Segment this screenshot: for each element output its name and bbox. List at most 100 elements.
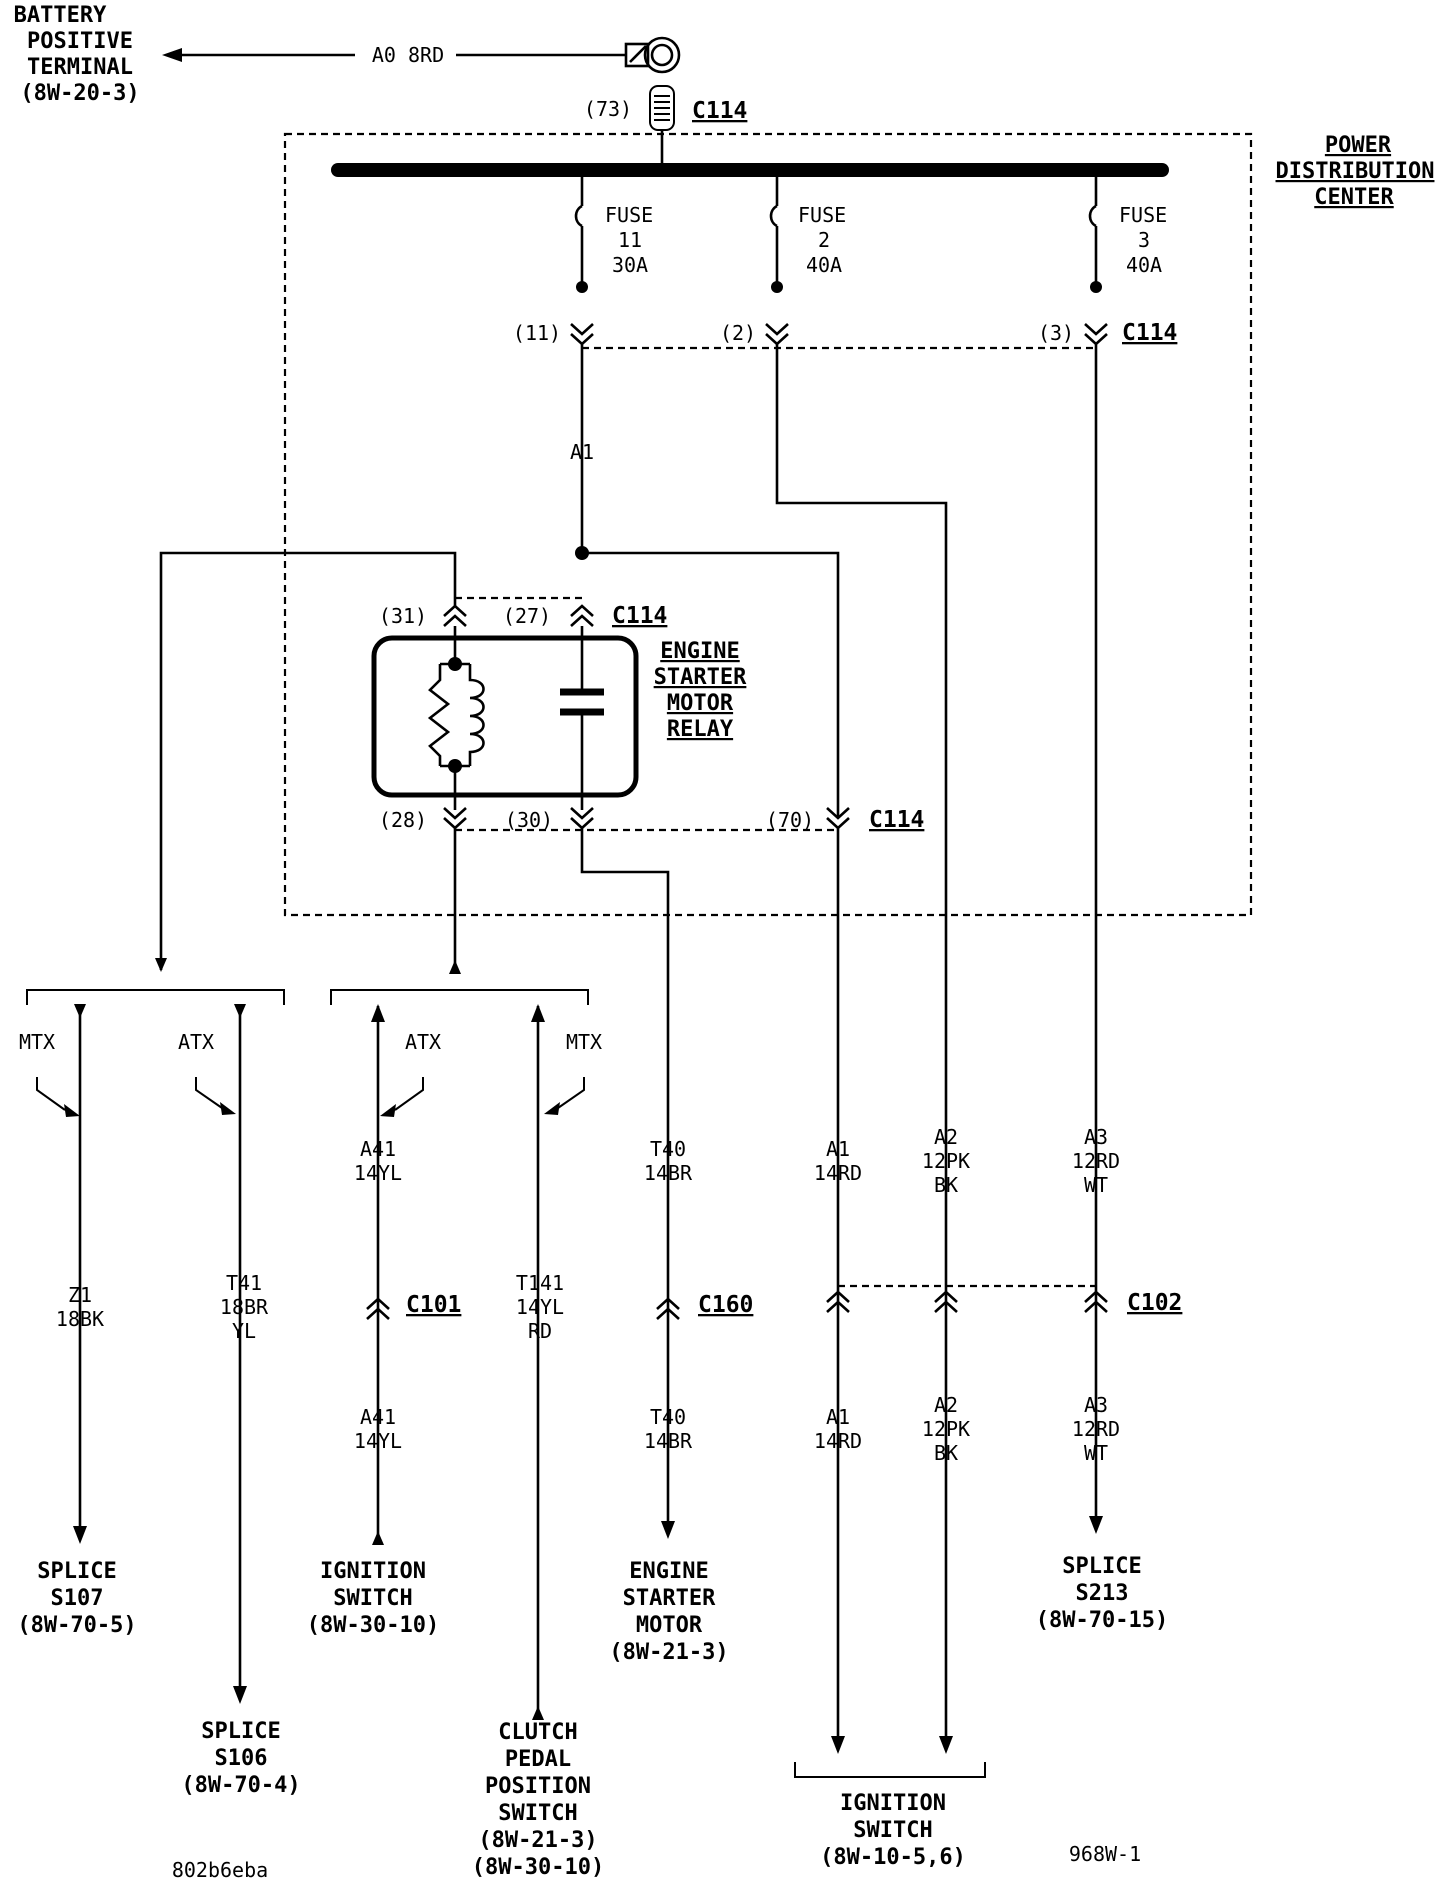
- svg-text:S107: S107: [51, 1586, 104, 1611]
- svg-text:S106: S106: [215, 1746, 268, 1771]
- coil-icon: [468, 664, 485, 766]
- svg-text:A3: A3: [1084, 1393, 1108, 1417]
- t41-wire-label: T41 18BR YL: [220, 1271, 269, 1343]
- svg-text:(8W-70-5): (8W-70-5): [17, 1613, 136, 1638]
- svg-text:(8W-21-3): (8W-21-3): [478, 1828, 597, 1853]
- svg-text:A1: A1: [826, 1405, 850, 1429]
- a3-wire-label-down: A3 12RD WT: [1072, 1393, 1120, 1465]
- svg-text:A41: A41: [360, 1405, 396, 1429]
- svg-text:MOTOR: MOTOR: [636, 1613, 703, 1638]
- svg-text:SPLICE: SPLICE: [37, 1559, 116, 1584]
- svg-text:14RD: 14RD: [814, 1161, 862, 1185]
- t40-wire-label-down: T40 14BR: [644, 1405, 693, 1453]
- dest-engine-starter-motor: ENGINE STARTER MOTOR (8W-21-3): [609, 1559, 728, 1665]
- svg-text:C102: C102: [1127, 1290, 1182, 1316]
- svg-text:(8W-21-3): (8W-21-3): [609, 1640, 728, 1665]
- svg-text:SWITCH: SWITCH: [853, 1818, 932, 1843]
- a41-wire-label-down: A41 14YL: [354, 1405, 402, 1453]
- resistor-icon: [427, 664, 451, 766]
- svg-text:TERMINAL: TERMINAL: [27, 55, 133, 80]
- c114-label-4: C114: [869, 807, 924, 833]
- svg-text:(8W-10-5,6): (8W-10-5,6): [820, 1845, 966, 1870]
- connector-c114-relay-top: (31) (27) C114: [379, 596, 667, 629]
- atx-label-2: ATX: [405, 1030, 441, 1054]
- svg-text:T40: T40: [650, 1137, 686, 1161]
- svg-text:FUSE: FUSE: [1119, 203, 1167, 227]
- a1-wire-label-down: A1 14RD: [814, 1405, 862, 1453]
- svg-text:2: 2: [818, 228, 830, 252]
- battery-label: BATTERY POSITIVE TERMINAL (8W-20-3): [14, 3, 140, 106]
- arrow-down-icon: [155, 958, 167, 972]
- svg-text:FUSE: FUSE: [798, 203, 846, 227]
- relay-label: ENGINE STARTER MOTOR RELAY: [654, 639, 747, 742]
- t40-arrow-icon: [661, 1521, 675, 1539]
- svg-text:14BR: 14BR: [644, 1429, 693, 1453]
- a1-wire-label-up: A1 14RD: [814, 1137, 862, 1185]
- fuse-11: FUSE 11 30A: [574, 176, 653, 293]
- svg-text:RD: RD: [528, 1319, 552, 1343]
- pin-70-label: (70): [766, 808, 814, 832]
- svg-text:WT: WT: [1084, 1441, 1108, 1465]
- svg-text:ENGINE: ENGINE: [629, 1559, 708, 1584]
- svg-text:A2: A2: [934, 1393, 958, 1417]
- svg-text:T41: T41: [226, 1271, 262, 1295]
- footer-code-left: 802b6eba: [172, 1858, 268, 1882]
- svg-text:SWITCH: SWITCH: [333, 1586, 412, 1611]
- svg-text:14RD: 14RD: [814, 1429, 862, 1453]
- a1-to-ignition-wire: [582, 551, 840, 818]
- right-option-bracket: ATX MTX: [330, 989, 602, 1117]
- svg-text:(8W-70-15): (8W-70-15): [1036, 1608, 1168, 1633]
- svg-text:POWER: POWER: [1325, 133, 1392, 158]
- pdc-boundary: [283, 132, 1253, 917]
- svg-text:12RD: 12RD: [1072, 1149, 1120, 1173]
- connector-c102: C102: [826, 1284, 1182, 1316]
- svg-text:(8W-30-10): (8W-30-10): [472, 1855, 604, 1880]
- connector-c114-fuse-row: (11) (2) (3) C114: [513, 320, 1177, 350]
- svg-text:A3: A3: [1084, 1125, 1108, 1149]
- svg-text:14YL: 14YL: [516, 1295, 564, 1319]
- c114-label: C114: [692, 98, 747, 124]
- svg-text:BK: BK: [934, 1173, 958, 1197]
- a2-wire-route: [775, 344, 948, 1267]
- svg-text:(8W-30-10): (8W-30-10): [307, 1613, 439, 1638]
- dest-ignition-switch-1: IGNITION SWITCH (8W-30-10): [307, 1559, 439, 1638]
- pin-30-label: (30): [505, 808, 553, 832]
- svg-text:40A: 40A: [806, 253, 842, 277]
- svg-text:PEDAL: PEDAL: [505, 1747, 571, 1772]
- svg-text:A41: A41: [360, 1137, 396, 1161]
- atx-label-1: ATX: [178, 1030, 214, 1054]
- a0-wire-label: A0 8RD: [372, 43, 444, 67]
- svg-text:SPLICE: SPLICE: [1062, 1554, 1141, 1579]
- dest-splice-s213: SPLICE S213 (8W-70-15): [1036, 1554, 1168, 1633]
- svg-text:CENTER: CENTER: [1314, 185, 1394, 210]
- svg-text:18BK: 18BK: [56, 1307, 104, 1331]
- connector-c114-relay-bottom: (28) (30) (70) C114: [379, 807, 924, 833]
- svg-text:DISTRIBUTION: DISTRIBUTION: [1276, 159, 1435, 184]
- svg-text:BK: BK: [934, 1441, 958, 1465]
- pin-3-label: (3): [1038, 321, 1074, 345]
- connector-c101: C101: [366, 1292, 461, 1320]
- svg-text:11: 11: [618, 228, 642, 252]
- pin-2-label: (2): [720, 321, 756, 345]
- svg-text:STARTER: STARTER: [623, 1586, 716, 1611]
- left-option-bracket: MTX ATX: [19, 989, 285, 1117]
- svg-text:C101: C101: [406, 1292, 461, 1318]
- arrow-up-icon: [449, 960, 461, 974]
- t40-wire-label-up: T40 14BR: [644, 1137, 693, 1185]
- svg-text:IGNITION: IGNITION: [840, 1791, 946, 1816]
- engine-starter-relay: [371, 626, 639, 810]
- svg-text:14BR: 14BR: [644, 1161, 693, 1185]
- connector-c160: C160: [656, 1292, 753, 1320]
- svg-text:BATTERY: BATTERY: [14, 3, 107, 28]
- battery-feed-wire: A0 8RD: [162, 43, 626, 67]
- svg-text:IGNITION: IGNITION: [320, 1559, 426, 1584]
- pin-27-label: (27): [503, 604, 551, 628]
- a3-wire-label-up: A3 12RD WT: [1072, 1125, 1120, 1197]
- svg-text:SPLICE: SPLICE: [201, 1719, 280, 1744]
- svg-text:Z1: Z1: [68, 1283, 92, 1307]
- svg-text:SWITCH: SWITCH: [498, 1801, 577, 1826]
- svg-text:3: 3: [1138, 228, 1150, 252]
- svg-text:YL: YL: [232, 1319, 256, 1343]
- svg-text:(8W-70-4): (8W-70-4): [181, 1773, 300, 1798]
- svg-text:T141: T141: [516, 1271, 564, 1295]
